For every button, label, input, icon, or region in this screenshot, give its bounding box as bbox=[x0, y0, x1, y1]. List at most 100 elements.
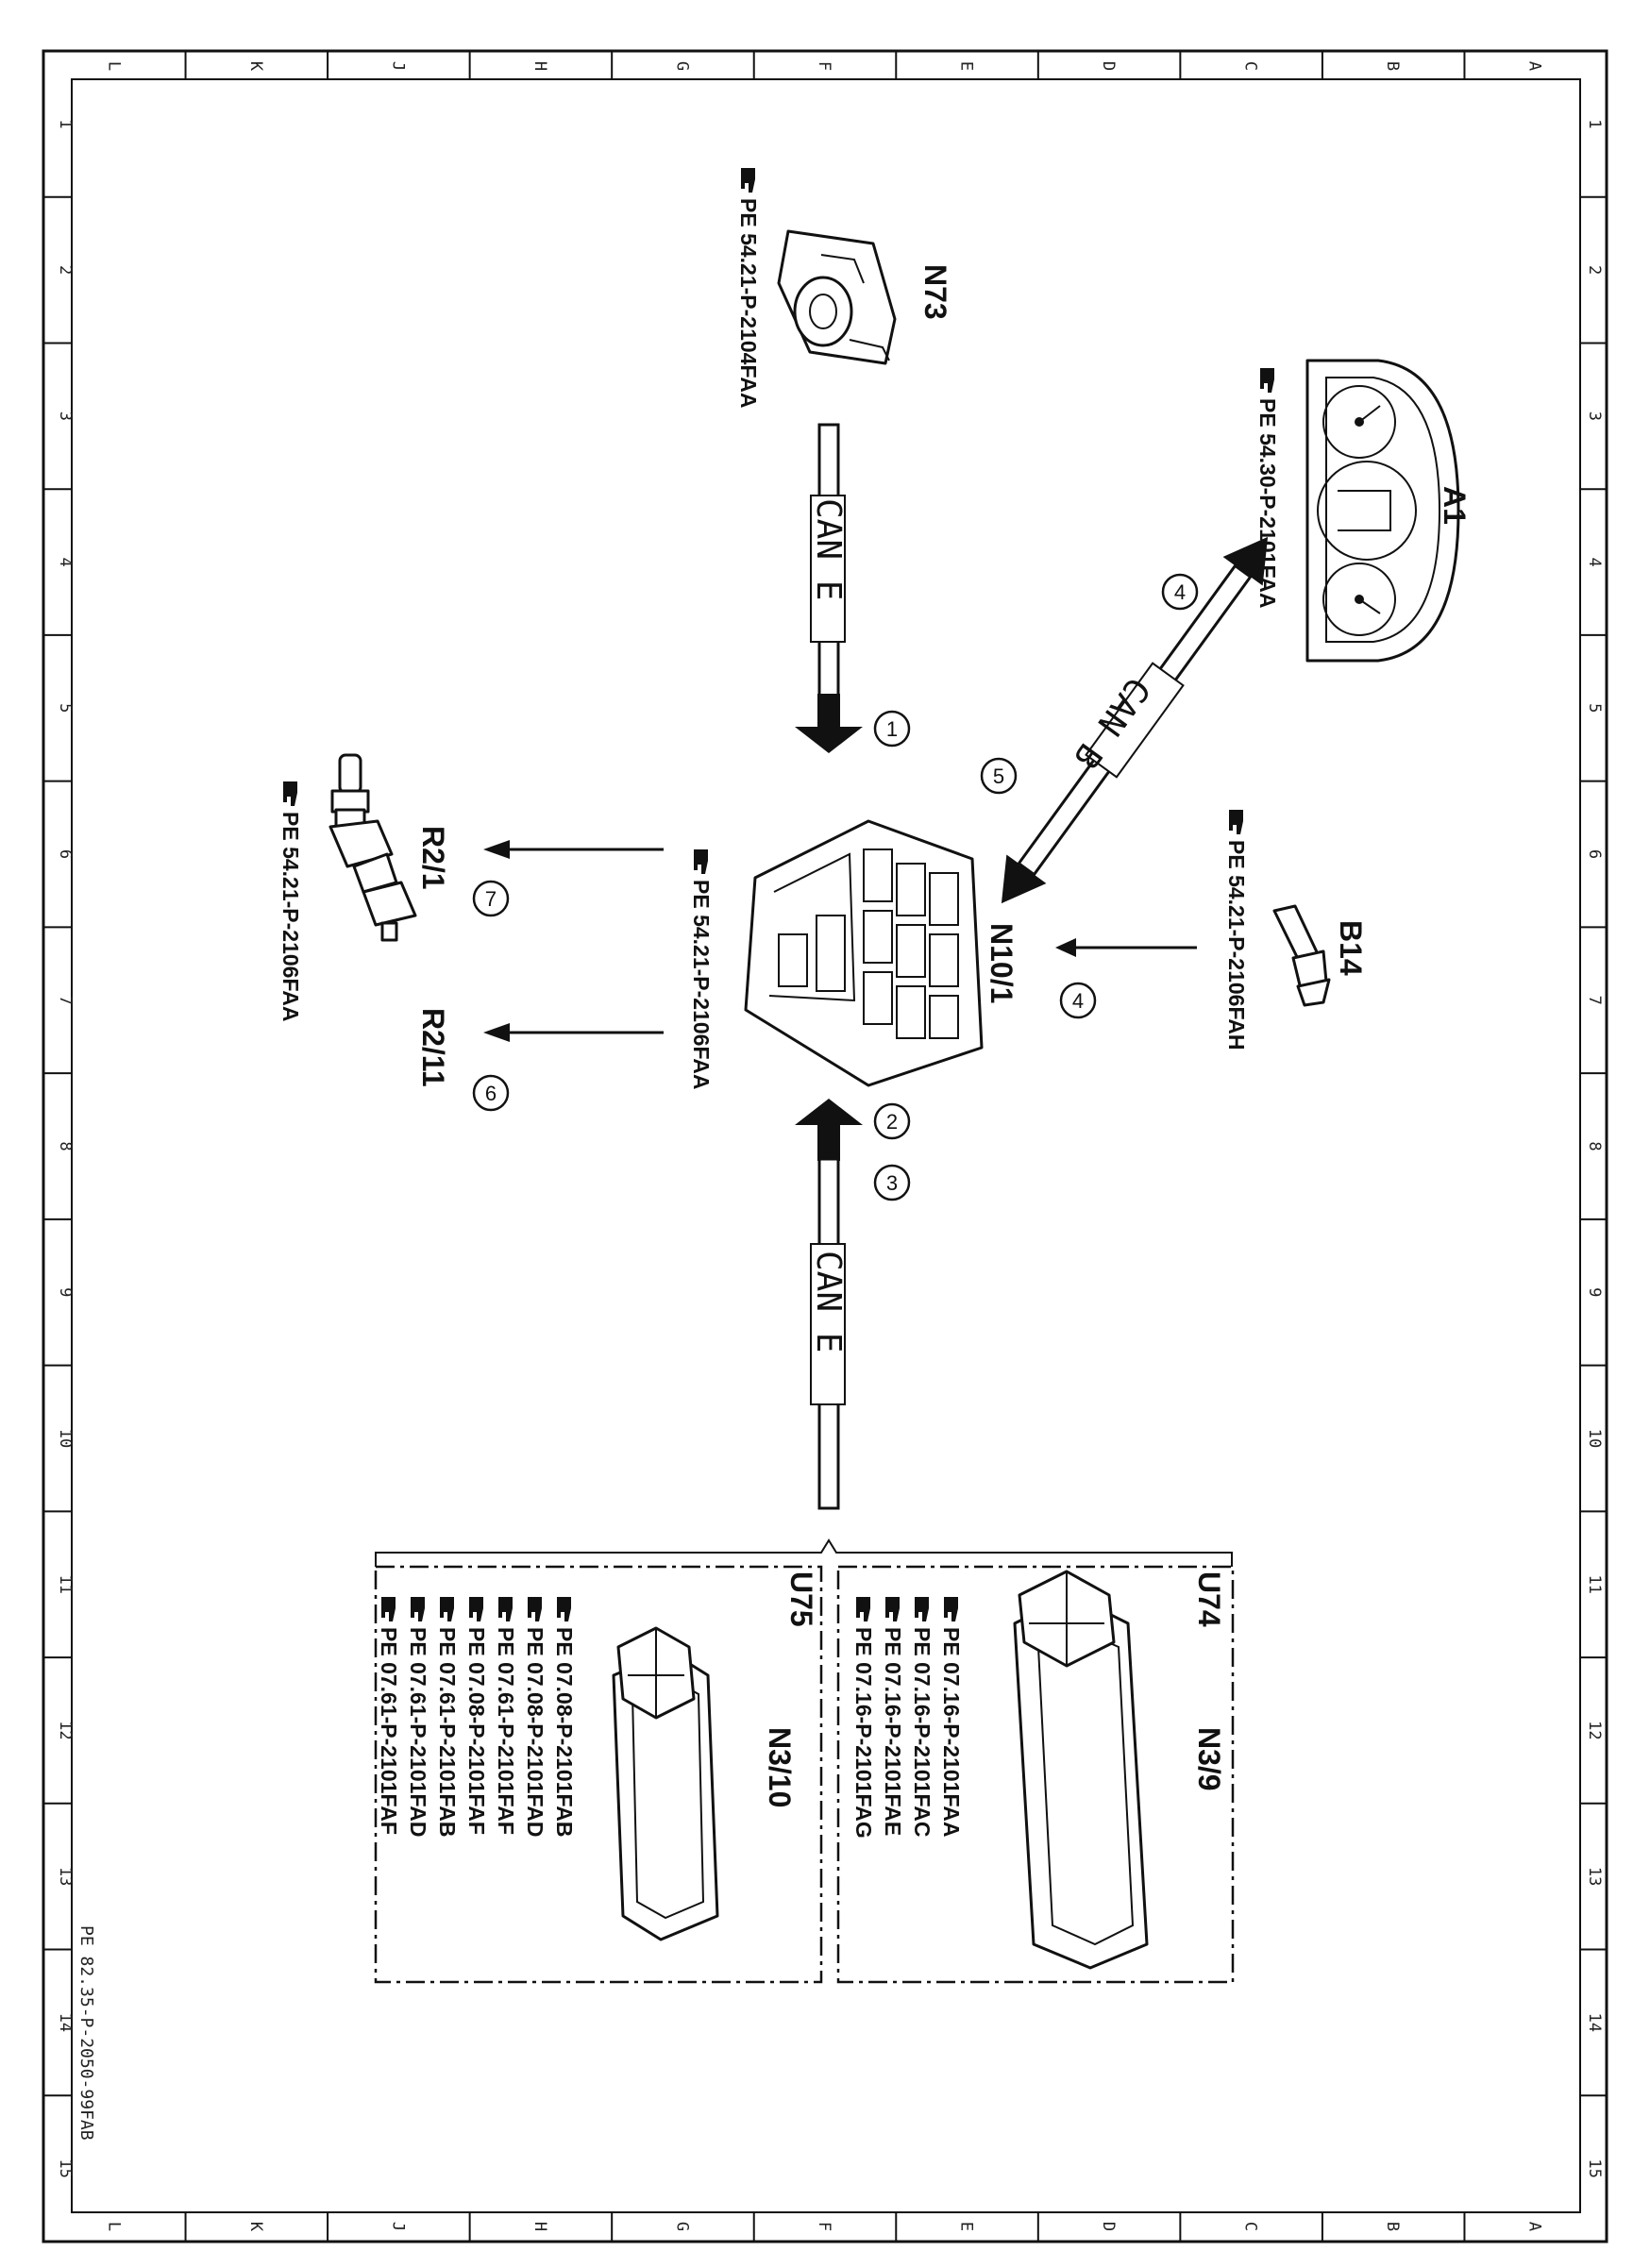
zone-letter: H bbox=[530, 61, 549, 71]
reference-entry: PE 07.16-P-2101FAG bbox=[851, 1597, 876, 1839]
svg-text:2: 2 bbox=[886, 1110, 898, 1134]
callout-4-b14: 4 bbox=[1059, 982, 1097, 1019]
zone-letter: G bbox=[672, 61, 691, 71]
zone-letter: A bbox=[1525, 2222, 1544, 2231]
svg-text:4: 4 bbox=[1072, 989, 1084, 1013]
ignition-switch-n73 bbox=[777, 229, 897, 365]
temperature-sensor-b14 bbox=[1272, 904, 1331, 1007]
group-box-u75 bbox=[374, 1565, 823, 1984]
svg-text:3: 3 bbox=[886, 1171, 898, 1195]
callout-7: 7 bbox=[472, 880, 510, 917]
reference-code: PE 07.61-P-2101FAF bbox=[494, 1627, 518, 1835]
reference-entry: PE 07.16-P-2101FAC bbox=[910, 1597, 934, 1837]
label-r2-1: R2/1 bbox=[416, 826, 450, 890]
callout-6: 6 bbox=[472, 1074, 510, 1112]
reference-code: PE 07.16-P-2101FAE bbox=[881, 1627, 905, 1836]
reference-code: PE 07.16-P-2101FAG bbox=[851, 1627, 876, 1839]
callout-1: 1 bbox=[873, 710, 911, 748]
svg-text:PE 54.21-P-2106FAH: PE 54.21-P-2106FAH bbox=[1224, 840, 1249, 1050]
reference-hand-icon bbox=[557, 1597, 571, 1621]
label-b14: B14 bbox=[1334, 920, 1368, 976]
zone-number: 10 bbox=[1585, 1429, 1604, 1448]
reference-entry: PE 07.08-P-2101FAD bbox=[523, 1597, 547, 1837]
zone-number: 7 bbox=[56, 996, 75, 1005]
zone-number: 15 bbox=[56, 2159, 75, 2177]
reference-hand-icon bbox=[1229, 810, 1243, 834]
ref-r2: PE 54.21-P-2106FAA bbox=[278, 781, 303, 1021]
ecu-n3-10 bbox=[612, 1626, 719, 1941]
reference-hand-icon bbox=[885, 1597, 900, 1621]
zone-letter: H bbox=[530, 2222, 549, 2231]
zone-letter: D bbox=[1099, 2222, 1118, 2231]
zone-number: 13 bbox=[1585, 1867, 1604, 1886]
zone-letter: J bbox=[388, 61, 407, 71]
zone-number: 8 bbox=[56, 1141, 75, 1151]
reference-hand-icon bbox=[944, 1597, 958, 1621]
zone-letter: J bbox=[388, 2222, 407, 2231]
can-e-label-upper: CAN E bbox=[809, 498, 848, 600]
reference-hand-icon bbox=[694, 849, 708, 874]
can-b-bus bbox=[1001, 536, 1269, 904]
svg-text:5: 5 bbox=[993, 764, 1004, 788]
reference-code: PE 07.08-P-2101FAD bbox=[523, 1627, 547, 1837]
zone-letter: K bbox=[246, 61, 265, 72]
zone-number: 6 bbox=[1585, 849, 1604, 859]
reference-entry: PE 07.16-P-2101FAE bbox=[881, 1597, 905, 1836]
zone-letter: K bbox=[246, 2222, 265, 2232]
reference-code: PE 07.61-P-2101FAF bbox=[377, 1627, 401, 1835]
reference-code: PE 07.16-P-2101FAC bbox=[910, 1627, 934, 1837]
callout-3: 3 bbox=[873, 1164, 911, 1201]
zone-number: 5 bbox=[1585, 703, 1604, 713]
zone-number: 6 bbox=[56, 849, 75, 859]
document-id: PE 82.35-P-2050-99FAB bbox=[76, 1925, 96, 2141]
zone-letter: F bbox=[815, 2222, 833, 2231]
instrument-cluster-a1 bbox=[1305, 359, 1460, 663]
zone-letter: C bbox=[1241, 2222, 1260, 2231]
reference-code: PE 07.16-P-2101FAA bbox=[939, 1627, 964, 1837]
reference-hand-icon bbox=[915, 1597, 929, 1621]
can-e-bus-upper bbox=[795, 423, 863, 753]
reference-hand-icon bbox=[498, 1597, 513, 1621]
zone-number: 1 bbox=[56, 119, 75, 128]
ref-b14: PE 54.21-P-2106FAH bbox=[1224, 810, 1249, 1050]
group-bracket bbox=[375, 1538, 1233, 1567]
reference-code: PE 07.08-P-2101FAB bbox=[552, 1627, 577, 1837]
glow-plug-r2 bbox=[328, 753, 417, 942]
svg-text:PE 54.21-P-2106FAA: PE 54.21-P-2106FAA bbox=[278, 812, 303, 1021]
zone-number: 3 bbox=[56, 412, 75, 421]
svg-text:4: 4 bbox=[1174, 580, 1186, 604]
zone-letter: E bbox=[957, 2222, 976, 2231]
zone-letter: L bbox=[104, 61, 123, 71]
zone-number: 13 bbox=[56, 1867, 75, 1886]
callout-4-can-b: 4 bbox=[1161, 573, 1199, 611]
can-e-label-lower: CAN E bbox=[809, 1251, 848, 1352]
reference-hand-icon bbox=[741, 168, 755, 193]
ecu-n3-9 bbox=[1013, 1570, 1149, 1970]
svg-text:PE 54.21-P-2104FAA: PE 54.21-P-2104FAA bbox=[736, 198, 761, 408]
zone-number: 2 bbox=[1585, 265, 1604, 275]
zone-number: 2 bbox=[56, 265, 75, 275]
zone-number: 9 bbox=[1585, 1287, 1604, 1297]
label-n3-10: N3/10 bbox=[763, 1727, 797, 1807]
svg-text:7: 7 bbox=[485, 887, 497, 911]
label-n10-1: N10/1 bbox=[985, 923, 1019, 1003]
label-n73: N73 bbox=[918, 264, 952, 320]
reference-hand-icon bbox=[440, 1597, 454, 1621]
zone-number: 11 bbox=[56, 1574, 75, 1593]
zone-number: 8 bbox=[1585, 1141, 1604, 1151]
label-r2-11: R2/11 bbox=[416, 1008, 450, 1087]
reference-entry: PE 07.61-P-2101FAF bbox=[377, 1597, 401, 1835]
zone-number: 4 bbox=[1585, 557, 1604, 566]
label-u74: U74 bbox=[1192, 1571, 1226, 1627]
zone-number: 12 bbox=[1585, 1721, 1604, 1739]
zone-number: 4 bbox=[56, 557, 75, 566]
signal-arrow-r2-1 bbox=[483, 840, 664, 859]
reference-entry: PE 07.08-P-2101FAF bbox=[464, 1597, 489, 1835]
zone-letter: L bbox=[104, 2222, 123, 2231]
zone-number: 9 bbox=[56, 1287, 75, 1297]
